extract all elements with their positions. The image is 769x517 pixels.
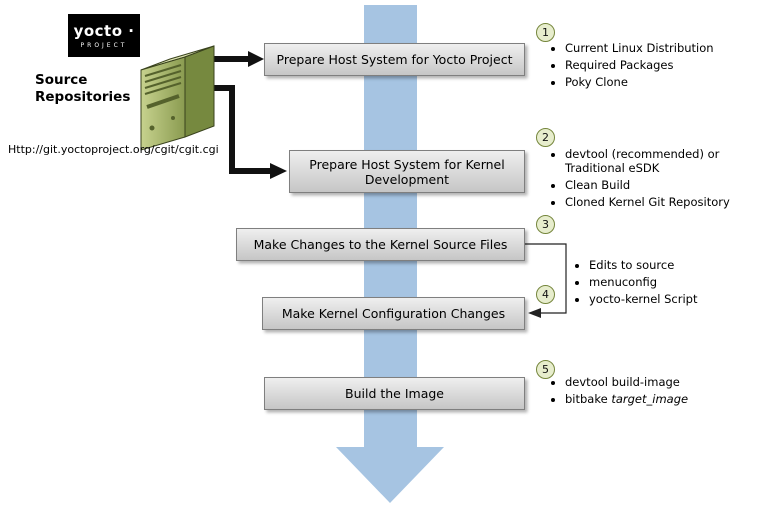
bullet-item: Edits to source bbox=[589, 258, 755, 272]
step-box-build-image: Build the Image bbox=[264, 377, 525, 410]
step-box-label: Prepare Host System for Kernel Developme… bbox=[309, 156, 505, 187]
step1-bullet-list: Current Linux Distribution Required Pack… bbox=[551, 40, 761, 92]
step-box-prepare-host-yocto: Prepare Host System for Yocto Project bbox=[264, 43, 525, 76]
step-box-label: Prepare Host System for Yocto Project bbox=[276, 52, 513, 67]
bullet-plain-text: bitbake bbox=[565, 392, 612, 406]
server-icon bbox=[140, 45, 215, 151]
yocto-logo-subtext: PROJECT bbox=[80, 42, 128, 49]
bullet-italic-text: target_image bbox=[611, 392, 689, 406]
arrow-server-to-step1 bbox=[212, 51, 264, 67]
step5-bullet-list: devtool build-image bitbake target_image bbox=[551, 374, 761, 409]
bullet-item: Clean Build bbox=[565, 178, 761, 192]
bullet-item: Required Packages bbox=[565, 58, 761, 72]
bullet-item: devtool build-image bbox=[565, 375, 761, 389]
step-number-badge-4: 4 bbox=[536, 285, 555, 304]
step-number-badge-2: 2 bbox=[536, 128, 555, 147]
bullet-item: Current Linux Distribution bbox=[565, 41, 761, 55]
bullet-item: menuconfig bbox=[589, 275, 755, 289]
yocto-logo-text: yocto · bbox=[73, 22, 135, 40]
yocto-logo: yocto · PROJECT bbox=[68, 14, 140, 57]
step-box-make-source-changes: Make Changes to the Kernel Source Files bbox=[236, 228, 525, 261]
step-box-label: Build the Image bbox=[345, 386, 444, 401]
step-number-badge-5: 5 bbox=[536, 360, 555, 379]
step-box-label: Make Kernel Configuration Changes bbox=[281, 306, 506, 321]
bullet-item: Cloned Kernel Git Repository bbox=[565, 195, 761, 209]
step-number-badge-1: 1 bbox=[536, 23, 555, 42]
source-repositories-label: Source Repositories bbox=[35, 72, 131, 105]
step2-bullet-list: devtool (recommended) or Traditional eSD… bbox=[551, 146, 761, 212]
bullet-item: devtool (recommended) or Traditional eSD… bbox=[565, 147, 761, 175]
step-box-make-config-changes: Make Kernel Configuration Changes bbox=[262, 297, 525, 330]
step-box-prepare-host-kernel: Prepare Host System for Kernel Developme… bbox=[289, 150, 525, 193]
source-repositories-url: Http://git.yoctoproject.org/cgit/cgit.cg… bbox=[8, 143, 219, 156]
bullet-item: Poky Clone bbox=[565, 75, 761, 89]
step-number-badge-3: 3 bbox=[536, 215, 555, 234]
bullet-item: bitbake target_image bbox=[565, 392, 761, 406]
step3-step4-shared-bullet-list: Edits to source menuconfig yocto-kernel … bbox=[575, 257, 755, 309]
connector-step3-step4 bbox=[525, 243, 567, 318]
bullet-item: yocto-kernel Script bbox=[589, 292, 755, 306]
step-box-label: Make Changes to the Kernel Source Files bbox=[253, 237, 508, 252]
arrow-server-to-step2 bbox=[210, 85, 287, 179]
